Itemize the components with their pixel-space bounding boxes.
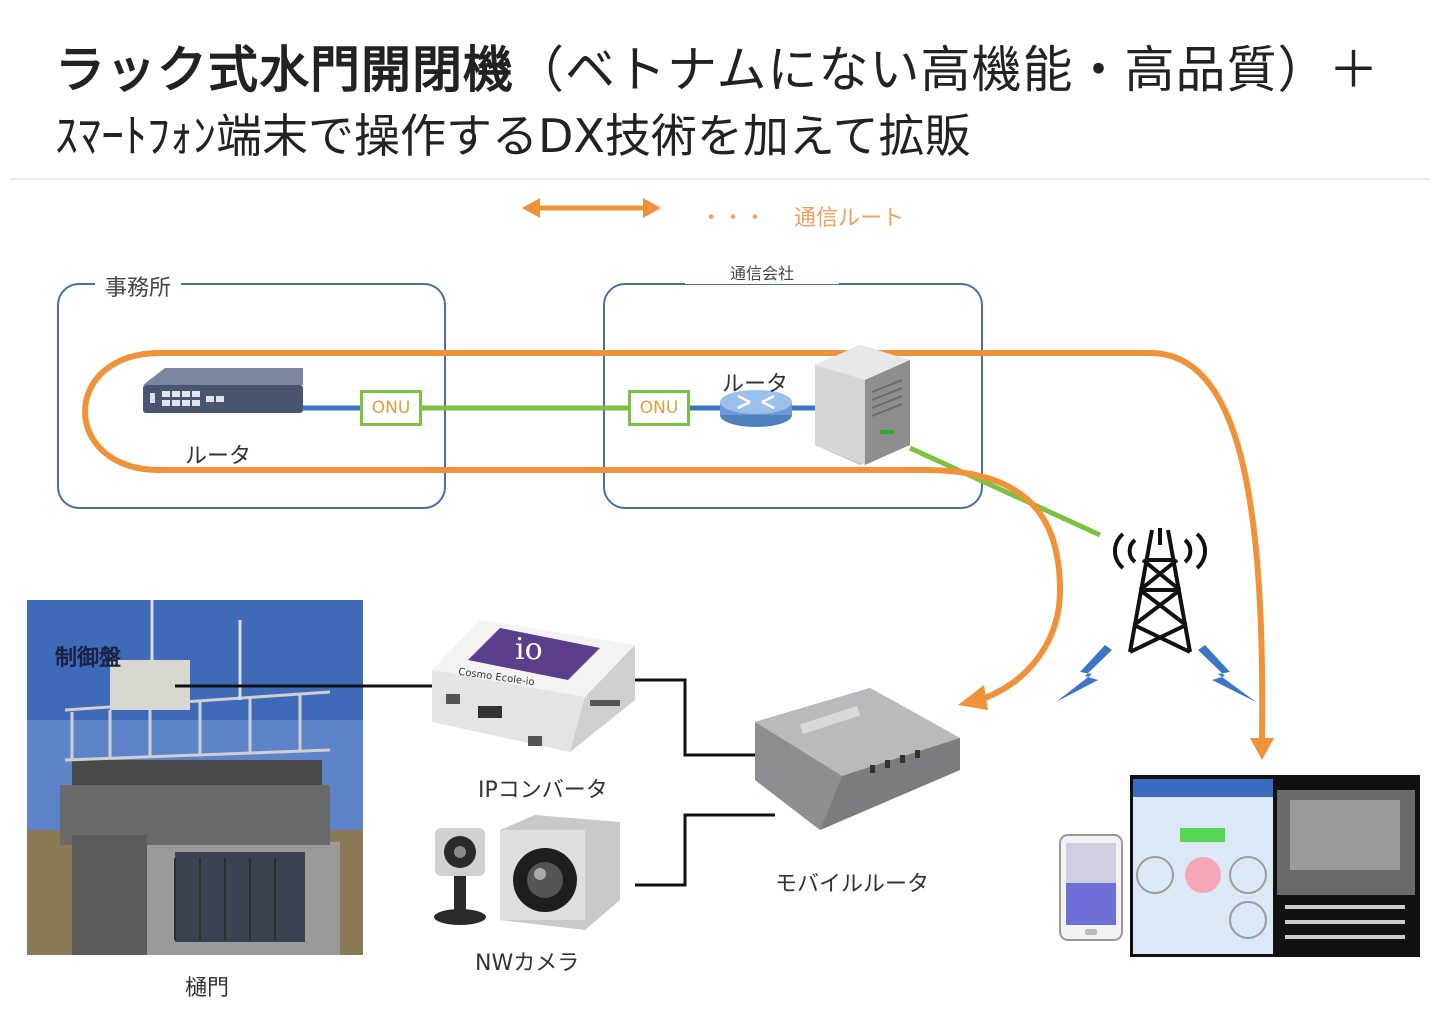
office-onu: ONU: [360, 390, 422, 426]
nw-camera-small-icon: [434, 828, 486, 925]
ip-converter-icon: [432, 620, 635, 752]
radio-tower-icon: [1112, 528, 1208, 654]
office-router-icon: [143, 368, 303, 413]
carrier-onu: ONU: [628, 390, 690, 426]
office-label: 事務所: [95, 270, 182, 302]
carrier-box: [603, 283, 983, 509]
wire-converter-router: [635, 678, 760, 757]
water-gate-photo: [27, 600, 363, 955]
divider: [10, 178, 1430, 180]
route-to-phone: [960, 350, 1266, 741]
carrier-router-icon: [720, 390, 792, 427]
mobile-router-label: モバイルルータ: [775, 872, 930, 897]
control-panel-label: 制御盤: [55, 646, 122, 671]
carrier-label: 通信会社: [685, 260, 840, 284]
page-title: ラック式水門開閉機（ベトナムにない高機能・高品質）＋: [55, 30, 1380, 102]
office-box: [57, 283, 446, 509]
route-loop: [82, 350, 1064, 701]
signal-bolt-icon: [1056, 645, 1256, 702]
ip-converter-logo: io: [515, 632, 543, 667]
gate-label: 樋門: [185, 976, 230, 1001]
carrier-router-label: ルータ: [722, 372, 789, 397]
legend-label: ・・・ 通信ルート: [700, 206, 905, 231]
tablet-icon: [1130, 775, 1420, 957]
smartphone-icon: [1059, 834, 1123, 941]
fiber-to-tower: [908, 445, 1102, 538]
server-icon: [815, 345, 910, 465]
title-sub: （ベトナムにない高機能・高品質）＋: [514, 41, 1380, 99]
office-router-label: ルータ: [185, 444, 252, 469]
route-arrowhead-phone: [1250, 738, 1274, 760]
nw-camera-large-icon: [500, 815, 620, 930]
mobile-router-icon: [755, 688, 960, 830]
route-arrowhead-router: [958, 685, 988, 710]
camera-label: NWカメラ: [475, 951, 580, 976]
title-main: ラック式水門開閉機: [55, 41, 514, 99]
wire-camera-router: [635, 813, 775, 887]
page-subtitle: ｽﾏｰﾄﾌｫﾝ端末で操作するDX技術を加えて拡販: [55, 109, 971, 163]
ip-converter-label: IPコンバータ: [478, 778, 608, 803]
